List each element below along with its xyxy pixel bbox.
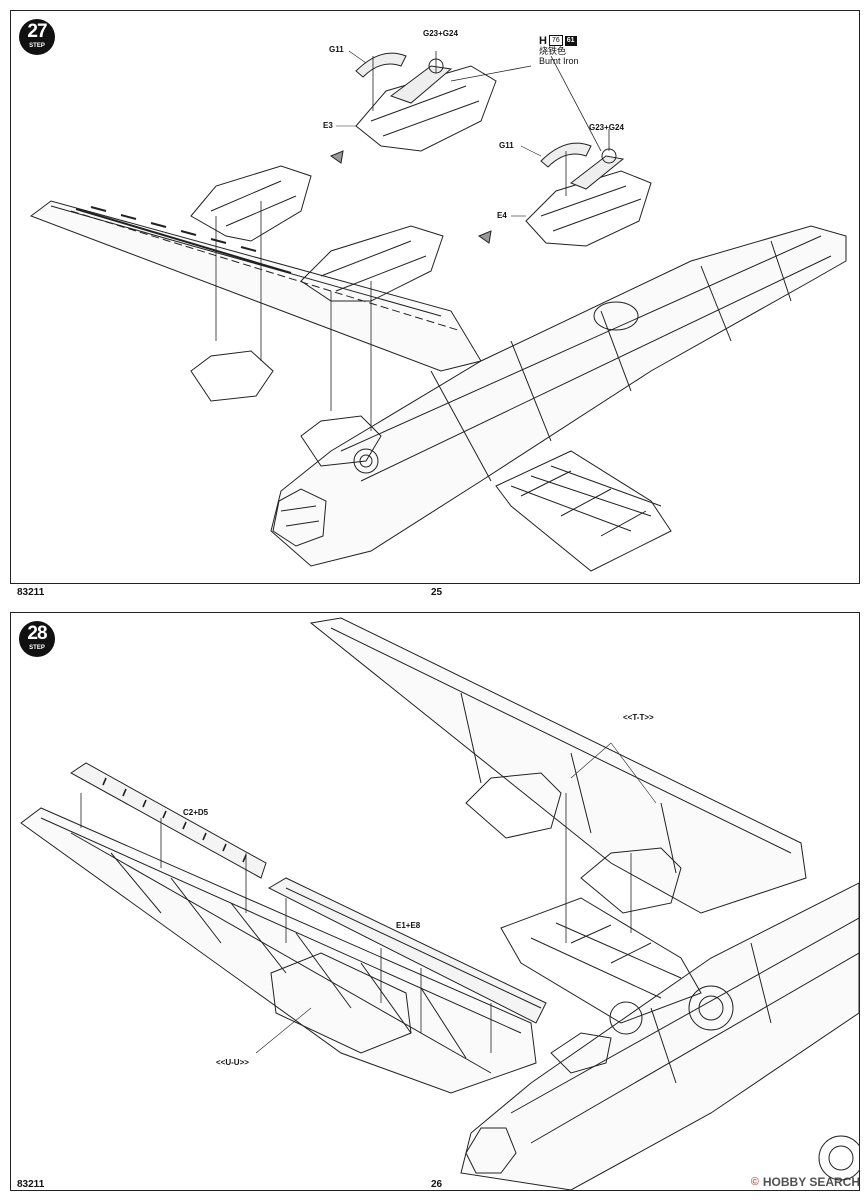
part-label-g23-g24: G23+G24: [423, 29, 458, 38]
paint-code-c: 61: [564, 35, 577, 46]
part-label-g23-g24: G23+G24: [589, 123, 624, 132]
cowling-center: [300, 225, 444, 302]
step-badge: 28 STEP: [19, 621, 55, 657]
bomb-bay-frame: [500, 897, 702, 1024]
nacelle-inner: [580, 847, 682, 914]
step-badge: 27 STEP: [19, 19, 55, 55]
paint-callout: H 76 61 烧铁色 Burnt Iron: [539, 35, 579, 66]
nacelle-outer: [465, 772, 562, 839]
paint-name-chinese: 烧铁色: [539, 46, 567, 56]
paint-code-h: 76: [548, 35, 563, 46]
assembly-guide-lines: [215, 51, 610, 431]
direction-arrow-right: [477, 230, 492, 244]
part-label-g11: G11: [329, 45, 344, 54]
model-code: 83211: [17, 1179, 45, 1190]
nacelle-right-wing: [300, 415, 382, 467]
access-panel: [270, 952, 412, 1054]
step-word: STEP: [29, 43, 45, 49]
cowling-e4: [525, 170, 652, 247]
exhaust-g11-top: [355, 52, 407, 78]
step-number: 28: [27, 623, 47, 644]
step-word: STEP: [29, 645, 45, 651]
copyright-icon: ©: [750, 1176, 759, 1188]
fuselage-outline: [270, 225, 847, 567]
paint-name-english: Burnt Iron: [539, 56, 579, 66]
supercharger-g23-top: [389, 65, 453, 104]
cowling-e3: [355, 65, 497, 152]
top-turret: [609, 1001, 643, 1035]
section-label-t-t: <<T-T>>: [623, 713, 654, 722]
cockpit-glazing: [272, 488, 327, 547]
instruction-page-step-27: 27 STEP: [10, 10, 860, 598]
flap-c2-d5: [70, 762, 267, 879]
watermark: © HOBBY SEARCH: [751, 1175, 860, 1189]
flap-e1-e8: [267, 877, 547, 1024]
top-turret: [593, 301, 639, 331]
flap-ribs: [102, 777, 247, 863]
part-label-e3: E3: [323, 121, 333, 130]
part-label-g11: G11: [499, 141, 514, 150]
model-code: 83211: [17, 587, 45, 598]
assembly-guide-lines: [80, 793, 632, 1053]
section-label-u-u: <<U-U>>: [216, 1058, 249, 1067]
step-number: 27: [27, 21, 47, 42]
supercharger-g23-mid: [570, 155, 625, 190]
upper-wing-outline: [309, 617, 807, 914]
bomb-bay-frame: [495, 450, 672, 572]
direction-arrow-left: [329, 150, 344, 164]
assembly-drawing-step-27: [29, 50, 847, 572]
cowling-left-top: [190, 165, 312, 242]
lower-wing-outline: [20, 807, 537, 1094]
engine-intake-2: [818, 1135, 859, 1181]
landing-gear-wheel: [353, 448, 379, 474]
nose-turret: [465, 1127, 517, 1174]
assembly-drawing-step-28: [20, 617, 859, 1190]
page-number: 26: [431, 1179, 443, 1190]
paint-letter: H: [539, 34, 547, 47]
wing-slats: [75, 206, 292, 274]
wing-outline: [29, 200, 482, 372]
part-label-e1-e8: E1+E8: [396, 921, 421, 930]
nacelle-left-wing: [190, 350, 274, 402]
page-number: 25: [431, 587, 443, 598]
watermark-text: HOBBY SEARCH: [762, 1175, 860, 1189]
instruction-page-step-28: 28 STEP: [10, 612, 860, 1191]
engine-intake-1: [688, 985, 734, 1031]
cockpit-glazing: [550, 1032, 612, 1074]
part-label-e4: E4: [497, 211, 507, 220]
part-label-c2-d5: C2+D5: [183, 808, 209, 817]
